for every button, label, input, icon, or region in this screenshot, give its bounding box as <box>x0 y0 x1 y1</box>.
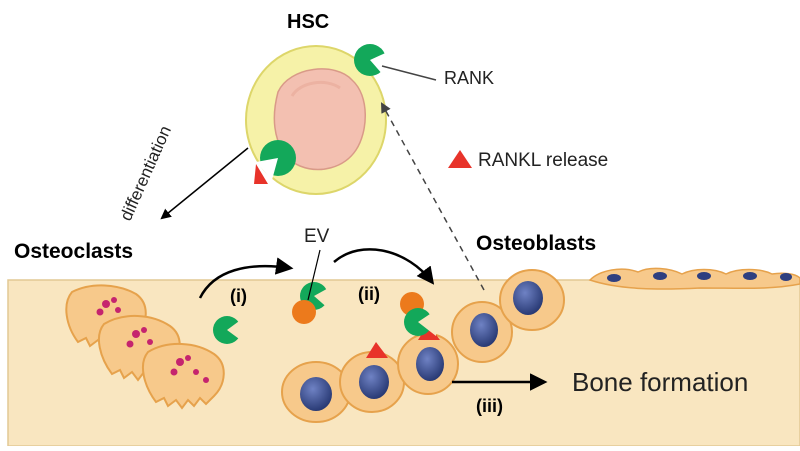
step-ii-arrow <box>333 248 435 285</box>
osteoblast-cell <box>339 351 405 413</box>
osteoblasts-label: Osteoblasts <box>476 232 596 255</box>
rank-label: RANK <box>444 68 494 88</box>
rank-receptor-icon <box>256 140 296 180</box>
osteoblast-row <box>281 269 565 423</box>
ev-rank-complex <box>292 282 332 324</box>
osteoclast-cell <box>141 342 225 410</box>
osteoblast-cell <box>281 361 351 423</box>
osteoclasts-label: Osteoclasts <box>14 240 133 263</box>
rankl-triangle-icon <box>254 164 268 184</box>
bone-formation-label: Bone formation <box>572 367 748 397</box>
step-i-label: (i) <box>230 286 247 306</box>
rankl-triangle-icon <box>418 324 440 340</box>
osteoblast-cell <box>499 269 565 331</box>
ev-icon <box>292 300 316 324</box>
osteoclast-cluster <box>65 284 225 410</box>
ev-label: EV <box>304 226 330 247</box>
lining-cells <box>588 267 800 290</box>
differentiation-arrow <box>160 147 249 220</box>
rankl-triangle-icon <box>366 342 388 358</box>
step-ii-label: (ii) <box>358 284 380 304</box>
step-iii-label: (iii) <box>476 396 503 416</box>
differentiation-label: differentiation <box>116 123 175 224</box>
diagram-title: HSC <box>287 11 329 33</box>
osteoblast-cell <box>397 333 459 395</box>
step-i-arrow <box>198 257 294 299</box>
hsc-cell <box>245 45 387 195</box>
rankl-release-arrow <box>380 102 485 291</box>
rank-receptor-icon <box>404 308 436 336</box>
rank-receptor-icon <box>354 44 392 76</box>
rankl-legend-icon <box>448 150 472 168</box>
osteoblast-cell <box>451 301 513 363</box>
rankl-release-label: RANKL release <box>478 150 608 171</box>
